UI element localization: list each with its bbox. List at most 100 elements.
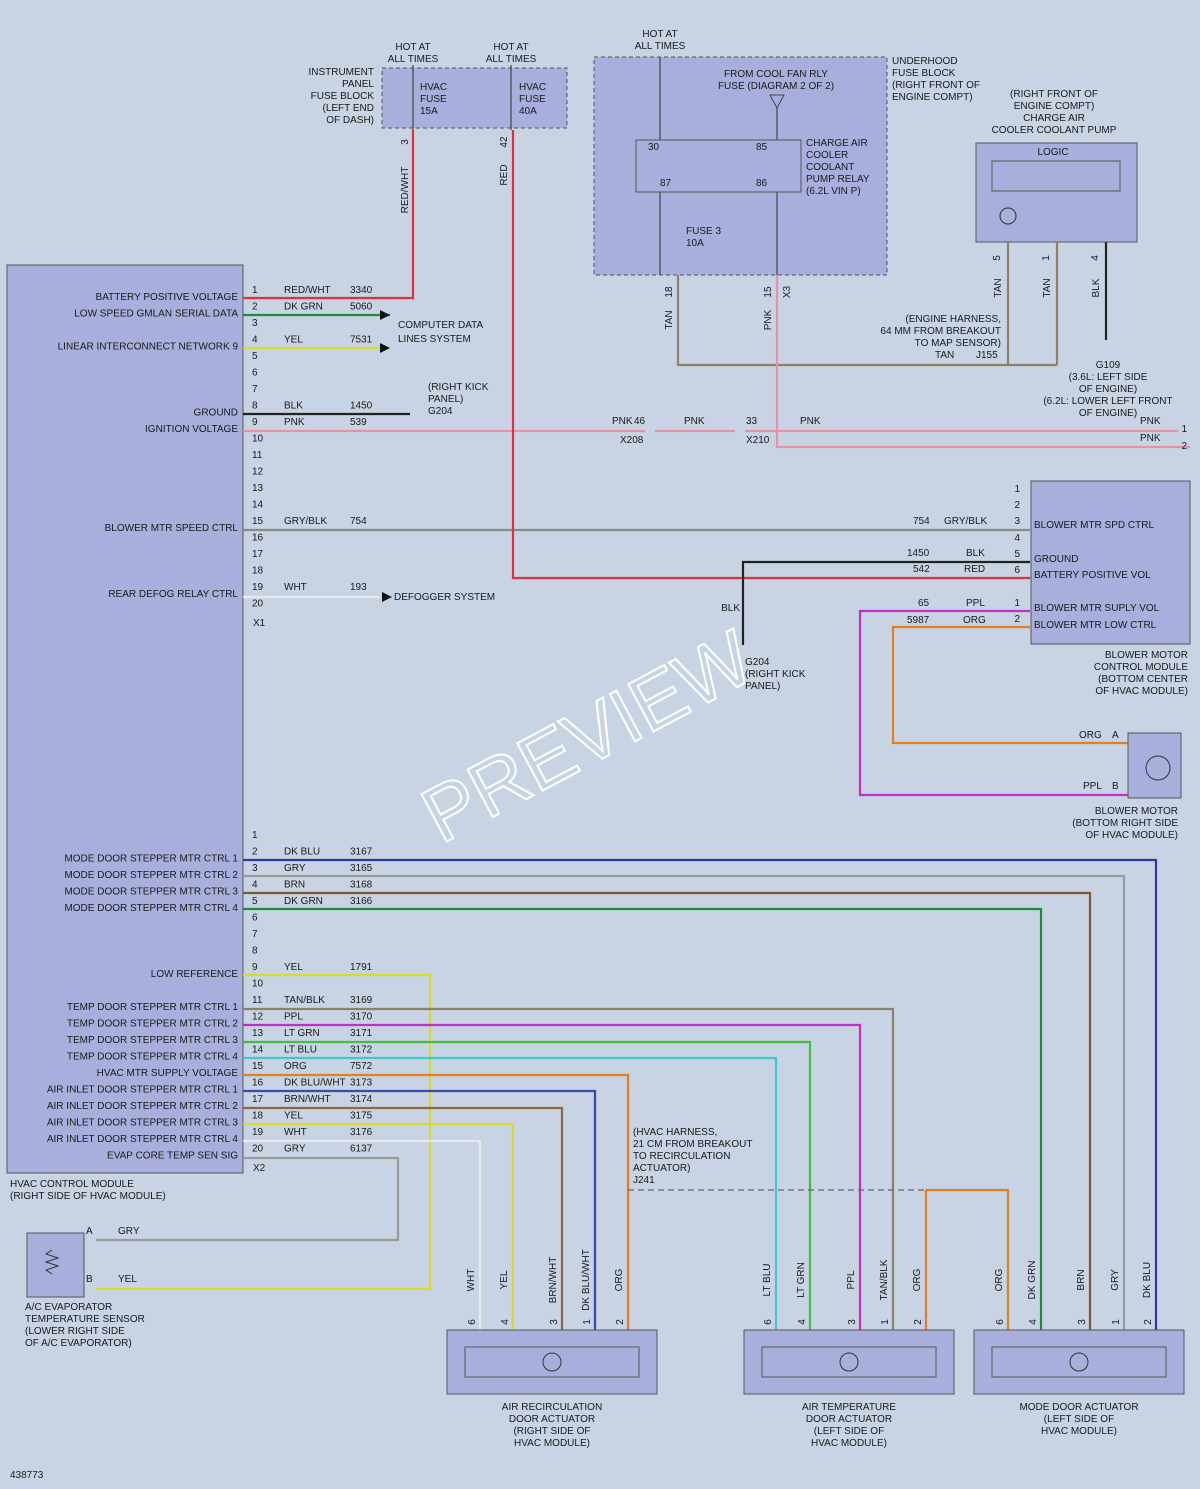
wire-label: PNK xyxy=(1140,416,1161,427)
pin-function: MODE DOOR STEPPER MTR CTRL 2 xyxy=(64,870,238,881)
pump-motor-icon xyxy=(999,207,1017,225)
circuit-number: 3165 xyxy=(350,863,373,874)
relay-label: PUMP RELAY xyxy=(806,174,870,185)
document-id: 438773 xyxy=(10,1470,44,1481)
wire-lt-blu xyxy=(243,1056,778,1330)
g204b-label: PANEL) xyxy=(745,681,780,692)
out-pin: 2 xyxy=(1181,441,1187,452)
actuator-wire: DK BLU/WHT xyxy=(581,1249,592,1311)
hvac-control-module-box xyxy=(6,264,244,1174)
wire-org-3 xyxy=(926,1188,1010,1330)
wire-color: GRY xyxy=(284,1144,306,1155)
pin-function: AIR INLET DOOR STEPPER MTR CTRL 4 xyxy=(47,1134,239,1145)
fuse-15-label: HVAC xyxy=(420,82,447,93)
blower-motor-box xyxy=(1127,732,1182,799)
air-temp-actuator-label: HVAC MODULE) xyxy=(811,1438,887,1449)
pin-number: 9 xyxy=(252,962,258,973)
bmcm-func: BLOWER MTR SUPLY VOL xyxy=(1034,603,1160,614)
preview-watermark: PREVIEW xyxy=(408,613,767,860)
air-temp-actuator-motor-icon xyxy=(839,1352,859,1372)
pin-number: 18 xyxy=(252,566,264,577)
pin-function: TEMP DOOR STEPPER MTR CTRL 3 xyxy=(67,1035,239,1046)
circuit-number: 3176 xyxy=(350,1127,373,1138)
ip-fuse-label: FUSE BLOCK xyxy=(311,91,375,102)
pump-label: COOLER COOLANT PUMP xyxy=(992,125,1117,136)
actuator-pin: 6 xyxy=(995,1319,1006,1325)
wire-color: WHT xyxy=(284,1127,307,1138)
pump-pin: 5 xyxy=(992,255,1003,261)
relay-pin: 87 xyxy=(660,178,672,189)
pin-number: 1 xyxy=(252,830,258,841)
air-temp-actuator-label: DOOR ACTUATOR xyxy=(806,1414,892,1425)
circuit-number: 754 xyxy=(350,516,367,527)
pin-number: 2 xyxy=(252,847,258,858)
circuit-number: 1450 xyxy=(350,401,373,412)
pin-function: MODE DOOR STEPPER MTR CTRL 3 xyxy=(64,887,238,898)
actuator-pin: 1 xyxy=(582,1319,593,1325)
pin-number: 1 xyxy=(252,285,258,296)
circuit-number: 1791 xyxy=(350,962,373,973)
pin-number: 15 xyxy=(252,516,264,527)
fuse-40-label: FUSE xyxy=(519,94,546,105)
g109-label: (6.2L: LOWER LEFT FRONT xyxy=(1043,396,1172,407)
hcm-label: HVAC CONTROL MODULE xyxy=(10,1179,134,1190)
wire-label: TAN xyxy=(935,350,954,361)
circuit-number: 3173 xyxy=(350,1078,373,1089)
wire-color: GRY xyxy=(284,863,306,874)
hvac-harness-label: 21 CM FROM BREAKOUT xyxy=(633,1139,752,1150)
uh-pin: 18 xyxy=(664,286,675,298)
mode-door-actuator-label: MODE DOOR ACTUATOR xyxy=(1019,1402,1138,1413)
actuator-pin: 1 xyxy=(1111,1319,1122,1325)
wire-ppl-blower xyxy=(858,609,1130,797)
pin-number: 8 xyxy=(252,946,258,957)
air-temp-actuator-label: AIR TEMPERATURE xyxy=(802,1402,896,1413)
circuit-number: 7531 xyxy=(350,335,373,346)
wire-wht-inlet xyxy=(243,1139,482,1330)
pin-label: 46 xyxy=(634,416,646,427)
actuator-pin: 2 xyxy=(913,1319,924,1325)
pin-number: 7 xyxy=(252,384,258,395)
wire-dk-grn-b xyxy=(243,907,1043,1330)
bm-wire: PPL xyxy=(1083,781,1102,792)
hvac-harness-label: J241 xyxy=(633,1175,655,1186)
actuator-pin: 3 xyxy=(549,1319,560,1325)
pin-number: 10 xyxy=(252,434,264,445)
j155-label: J155 xyxy=(976,350,998,361)
g109-label: OF ENGINE) xyxy=(1079,384,1137,395)
pin-number: 14 xyxy=(252,500,264,511)
circuit-number: 3174 xyxy=(350,1094,373,1105)
circuit-number: 6137 xyxy=(350,1144,373,1155)
wire-color: PPL xyxy=(284,1012,303,1023)
wire-label: BLK xyxy=(721,603,740,614)
bmcm-pin: 2 xyxy=(1014,614,1020,625)
wire-color: DK BLU/WHT xyxy=(284,1078,346,1089)
pin-number: 3 xyxy=(252,863,258,874)
relay-box xyxy=(635,139,802,193)
pin-number: 16 xyxy=(252,1078,264,1089)
connector-x2: X2 xyxy=(253,1163,266,1174)
pin-function: HVAC MTR SUPPLY VOLTAGE xyxy=(97,1068,239,1079)
pin-number: 10 xyxy=(252,979,264,990)
wire-color: YEL xyxy=(284,335,303,346)
actuator-wire: LT BLU xyxy=(762,1264,773,1297)
circuit-number: 539 xyxy=(350,417,367,428)
computer-data: LINES SYSTEM xyxy=(398,334,471,345)
g204b-label: G204 xyxy=(745,657,770,668)
wire-label: RED xyxy=(499,164,510,185)
actuator-pin: 4 xyxy=(797,1319,808,1325)
engine-harness-label: TO MAP SENSOR) xyxy=(915,338,1001,349)
actuator-wire: DK BLU xyxy=(1142,1262,1153,1298)
pin-function: AIR INLET DOOR STEPPER MTR CTRL 1 xyxy=(47,1085,239,1096)
evap-wire: YEL xyxy=(118,1274,137,1285)
pin-function: AIR INLET DOOR STEPPER MTR CTRL 3 xyxy=(47,1118,239,1129)
pin-number: 17 xyxy=(252,549,264,560)
bmcm-wire: RED xyxy=(964,564,985,575)
pin-number: 9 xyxy=(252,417,258,428)
bm-pin: B xyxy=(1112,781,1119,792)
relay-pin: 85 xyxy=(756,142,768,153)
evap-sensor-label: A/C EVAPORATOR xyxy=(25,1302,112,1313)
pin-function: MODE DOOR STEPPER MTR CTRL 4 xyxy=(64,903,238,914)
circuit-number: 3166 xyxy=(350,896,373,907)
air-recirc-actuator-inner xyxy=(464,1346,640,1378)
